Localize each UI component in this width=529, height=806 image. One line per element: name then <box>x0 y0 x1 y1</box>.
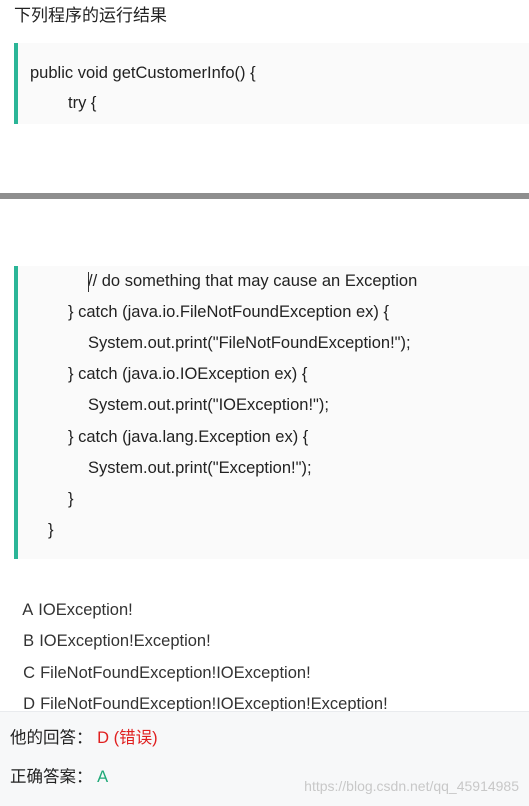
code-line: // do something that may cause an Except… <box>88 272 418 290</box>
option-text: FileNotFoundException!IOException!Except… <box>40 695 388 713</box>
code-line: System.out.print("FileNotFoundException!… <box>88 334 411 352</box>
option-letter: C <box>23 664 36 682</box>
answer-panel: 他的回答： D (错误) 正确答案： A <box>0 711 529 806</box>
correct-answer-label: 正确答案： <box>10 768 93 786</box>
text-cursor <box>88 272 89 292</box>
question-title: 下列程序的运行结果 <box>14 6 167 25</box>
code-line: } catch (java.io.FileNotFoundException e… <box>68 303 390 321</box>
code-line: } <box>68 490 74 508</box>
option-text: FileNotFoundException!IOException! <box>40 664 311 682</box>
code-line: public void getCustomerInfo() { <box>30 64 256 82</box>
code-line: } catch (java.lang.Exception ex) { <box>68 428 309 446</box>
user-answer-label: 他的回答： <box>10 729 93 747</box>
code-block-top: public void getCustomerInfo() { try { <box>14 43 529 124</box>
user-answer-value: D (错误) <box>97 729 158 747</box>
code-block-bottom: // do something that may cause an Except… <box>14 266 529 559</box>
option-letter: B <box>23 632 35 650</box>
code-line: } catch (java.io.IOException ex) { <box>68 365 308 383</box>
option-text: IOException! <box>38 601 133 619</box>
watermark: https://blog.csdn.net/qq_45914985 <box>304 778 519 794</box>
code-line: System.out.print("IOException!"); <box>88 396 329 414</box>
correct-answer-row: 正确答案： A <box>10 766 108 788</box>
user-answer-row: 他的回答： D (错误) <box>10 727 158 749</box>
option-letter: A <box>22 601 34 619</box>
code-line: System.out.print("Exception!"); <box>88 459 312 477</box>
option-text: IOException!Exception! <box>39 632 211 650</box>
correct-answer-value: A <box>97 768 109 786</box>
option-letter: D <box>23 695 36 713</box>
section-divider <box>0 193 529 199</box>
code-line: } <box>48 521 54 539</box>
code-line: try { <box>68 94 97 112</box>
